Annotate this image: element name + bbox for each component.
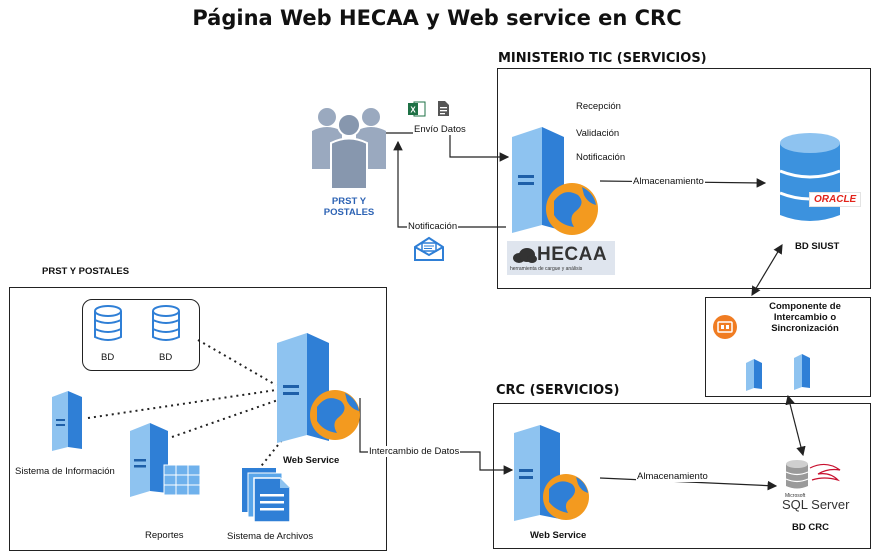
step-validation: Validación bbox=[576, 128, 620, 139]
sql-server-logo: SQL Server bbox=[782, 497, 850, 512]
db-label-2: BD bbox=[159, 352, 173, 363]
sync-server-icon-1 bbox=[746, 359, 762, 391]
info-system-label: Sistema de Información bbox=[15, 466, 115, 477]
ministerio-heading: MINISTERIO TIC (SERVICIOS) bbox=[498, 51, 707, 66]
db-icon-1 bbox=[94, 305, 122, 341]
step-notification: Notificación bbox=[576, 152, 626, 163]
prst-heading: PRST Y POSTALES bbox=[42, 266, 130, 277]
oracle-logo: ORACLE bbox=[809, 192, 862, 207]
crc-storage-label: Almacenamiento bbox=[636, 471, 709, 482]
crc-box bbox=[493, 403, 871, 549]
prst-web-service-label: Web Service bbox=[283, 455, 340, 466]
exchange-connector bbox=[359, 398, 514, 475]
prst-box bbox=[9, 287, 387, 551]
exchange-label: Intercambio de Datos bbox=[368, 446, 461, 457]
users-label-line2: POSTALES bbox=[323, 207, 375, 218]
file-system-label: Sistema de Archivos bbox=[227, 531, 314, 542]
cloud-icon bbox=[513, 248, 537, 263]
crc-web-service-label: Web Service bbox=[530, 530, 587, 541]
page-title: Página Web HECAA y Web service en CRC bbox=[192, 6, 682, 30]
sync-component-icon bbox=[713, 315, 737, 339]
ministerio-box bbox=[497, 68, 871, 289]
db-group-box bbox=[82, 299, 200, 371]
reports-label: Reportes bbox=[145, 530, 184, 541]
svg-text:X: X bbox=[410, 106, 416, 115]
envelope-icon bbox=[414, 236, 444, 261]
sync-component-line1: Componente de bbox=[769, 301, 841, 312]
bd-crc-label: BD CRC bbox=[792, 522, 829, 533]
sync-component-box bbox=[705, 297, 871, 397]
crc-sync-connector bbox=[785, 394, 806, 457]
dotted-link-info bbox=[87, 389, 277, 419]
crc-web-service-icon bbox=[514, 425, 589, 521]
users-group-icon bbox=[312, 108, 386, 190]
database-icon bbox=[779, 133, 841, 221]
sql-server-db-icon bbox=[785, 460, 841, 489]
notify-label: Notificación bbox=[407, 221, 459, 232]
notify-connector bbox=[393, 140, 506, 228]
bd-siust-label: BD SIUST bbox=[795, 241, 840, 252]
step-reception: Recepción bbox=[576, 101, 621, 112]
db-label-1: BD bbox=[101, 352, 115, 363]
info-system-server-icon bbox=[52, 391, 82, 451]
dotted-link-reports bbox=[171, 399, 279, 438]
hecaa-logo-text: HECAA bbox=[537, 244, 608, 265]
prst-web-service-icon bbox=[277, 333, 360, 443]
excel-icon: X bbox=[408, 101, 426, 117]
sql-brand-text: Microsoft bbox=[785, 493, 806, 499]
send-data-connector bbox=[385, 132, 510, 162]
min-storage-label: Almacenamiento bbox=[632, 176, 705, 187]
sync-component-line2: Intercambio o bbox=[773, 312, 837, 323]
users-label: PRST Y POSTALES bbox=[309, 196, 389, 218]
send-data-label: Envío Datos bbox=[413, 124, 467, 135]
users-label-line1: PRST Y bbox=[331, 196, 367, 207]
crc-heading: CRC (SERVICIOS) bbox=[496, 383, 620, 398]
document-icon bbox=[438, 101, 449, 116]
db-icon-2 bbox=[152, 305, 180, 341]
hecaa-tagline: herramienta de cargue y análisis bbox=[510, 266, 583, 272]
sync-component-label: Componente de Intercambio o Sincronizaci… bbox=[746, 301, 864, 334]
crc-storage-connector bbox=[599, 477, 778, 491]
reports-server-icon bbox=[130, 423, 201, 497]
hecaa-logo: HECAA herramienta de cargue y análisis bbox=[507, 241, 615, 275]
siust-sync-connector bbox=[751, 243, 783, 297]
file-system-icon bbox=[242, 468, 291, 523]
server-globe-icon bbox=[512, 127, 598, 235]
sync-component-line3: Sincronización bbox=[771, 323, 839, 334]
sync-server-icon-2 bbox=[794, 354, 810, 390]
